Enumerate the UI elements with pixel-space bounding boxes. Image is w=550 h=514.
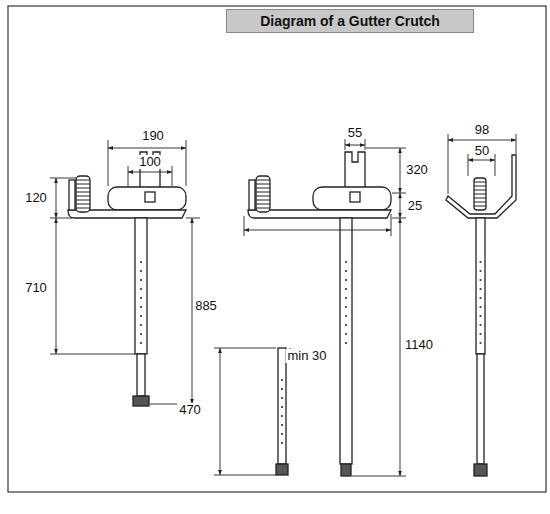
dimension-label: 50 — [473, 144, 491, 158]
title-banner: Diagram of a Gutter Crutch — [226, 9, 474, 33]
dimension-label: 55 — [346, 126, 364, 140]
dimension-label: 1140 — [403, 338, 435, 352]
dimension-label: 320 — [404, 163, 430, 177]
dimension-label: 100 — [137, 155, 163, 169]
dimension-label: 470 — [177, 403, 203, 417]
dimension-label: 190 — [140, 129, 166, 143]
title-text: Diagram of a Gutter Crutch — [260, 13, 440, 29]
dimension-label: 885 — [193, 299, 219, 313]
dimension-label: 98 — [473, 123, 491, 137]
dimension-label: 710 — [23, 281, 49, 295]
dimension-label: 25 — [406, 199, 424, 213]
dimension-label: min 30 — [285, 349, 328, 363]
dimension-label: 120 — [23, 191, 49, 205]
